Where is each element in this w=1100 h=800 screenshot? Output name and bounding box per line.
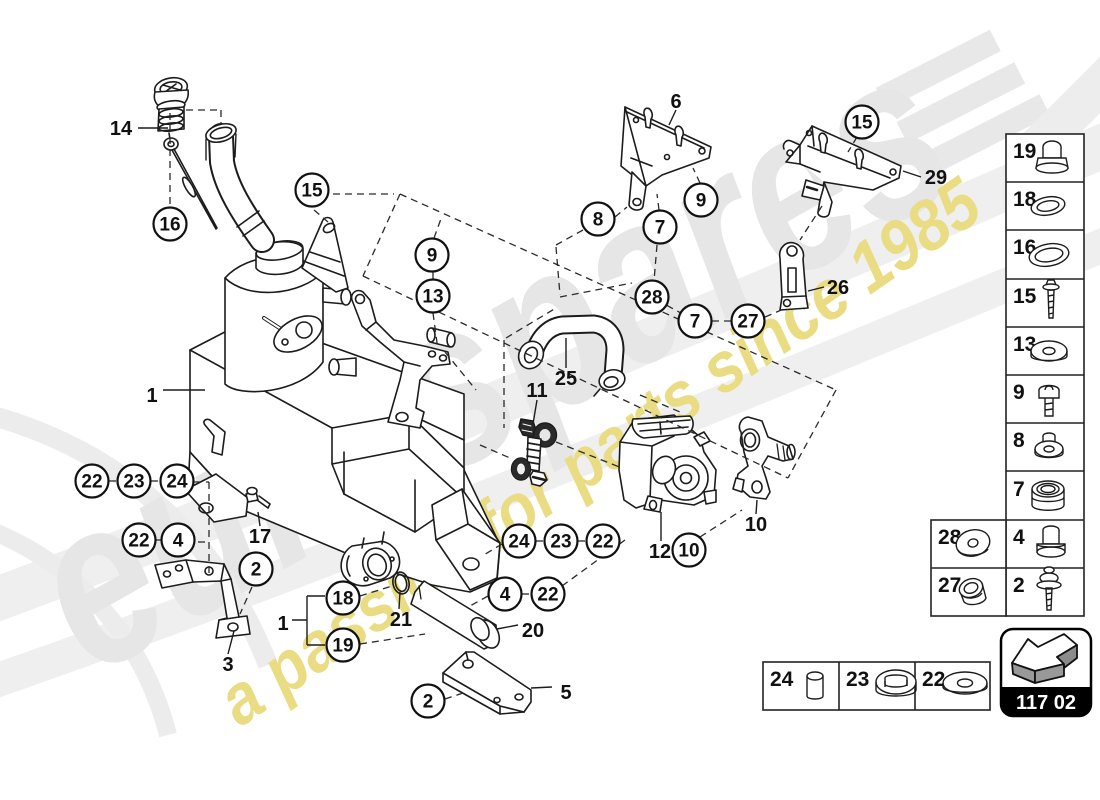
svg-text:117 02: 117 02 — [1016, 692, 1076, 714]
svg-text:25: 25 — [555, 368, 577, 390]
svg-text:5: 5 — [560, 682, 571, 704]
svg-text:23: 23 — [550, 532, 571, 553]
svg-text:3: 3 — [222, 654, 233, 676]
svg-text:24: 24 — [770, 668, 794, 691]
svg-text:19: 19 — [332, 636, 353, 657]
svg-text:24: 24 — [508, 532, 530, 553]
svg-text:21: 21 — [390, 609, 412, 631]
svg-text:7: 7 — [690, 312, 701, 333]
svg-text:22: 22 — [922, 668, 945, 691]
svg-text:4: 4 — [500, 585, 511, 606]
svg-text:22: 22 — [128, 531, 149, 552]
svg-text:4: 4 — [173, 531, 184, 552]
svg-text:22: 22 — [592, 532, 613, 553]
svg-text:9: 9 — [427, 246, 438, 267]
svg-text:14: 14 — [110, 118, 133, 140]
svg-text:10: 10 — [678, 541, 699, 562]
svg-text:12: 12 — [649, 541, 671, 563]
svg-text:28: 28 — [641, 288, 662, 309]
svg-text:16: 16 — [159, 215, 180, 236]
svg-text:29: 29 — [925, 167, 947, 189]
svg-text:24: 24 — [166, 472, 188, 493]
svg-text:9: 9 — [696, 191, 707, 212]
svg-text:20: 20 — [522, 620, 544, 642]
svg-text:18: 18 — [1013, 188, 1037, 211]
svg-text:26: 26 — [827, 277, 849, 299]
svg-text:2: 2 — [1013, 574, 1025, 597]
svg-text:23: 23 — [846, 668, 869, 691]
svg-text:15: 15 — [301, 181, 323, 202]
svg-text:2: 2 — [423, 692, 434, 713]
svg-text:22: 22 — [81, 472, 102, 493]
svg-text:23: 23 — [123, 472, 144, 493]
svg-text:8: 8 — [1013, 429, 1025, 452]
svg-text:13: 13 — [422, 287, 443, 308]
svg-text:7: 7 — [655, 218, 666, 239]
svg-text:7: 7 — [1013, 478, 1025, 501]
svg-text:8: 8 — [593, 210, 604, 231]
svg-text:1: 1 — [277, 613, 288, 635]
svg-text:4: 4 — [1013, 526, 1025, 549]
svg-text:18: 18 — [332, 589, 353, 610]
svg-text:27: 27 — [737, 312, 758, 333]
svg-text:15: 15 — [1013, 285, 1037, 308]
svg-text:22: 22 — [537, 585, 558, 606]
svg-text:10: 10 — [745, 514, 767, 536]
svg-text:9: 9 — [1013, 381, 1025, 404]
svg-text:1: 1 — [146, 385, 157, 407]
svg-text:15: 15 — [851, 113, 873, 134]
svg-text:17: 17 — [249, 526, 271, 548]
svg-text:2: 2 — [251, 560, 262, 581]
svg-text:19: 19 — [1013, 140, 1036, 163]
svg-text:11: 11 — [526, 380, 547, 402]
svg-text:6: 6 — [670, 91, 681, 113]
svg-text:27: 27 — [938, 574, 961, 597]
